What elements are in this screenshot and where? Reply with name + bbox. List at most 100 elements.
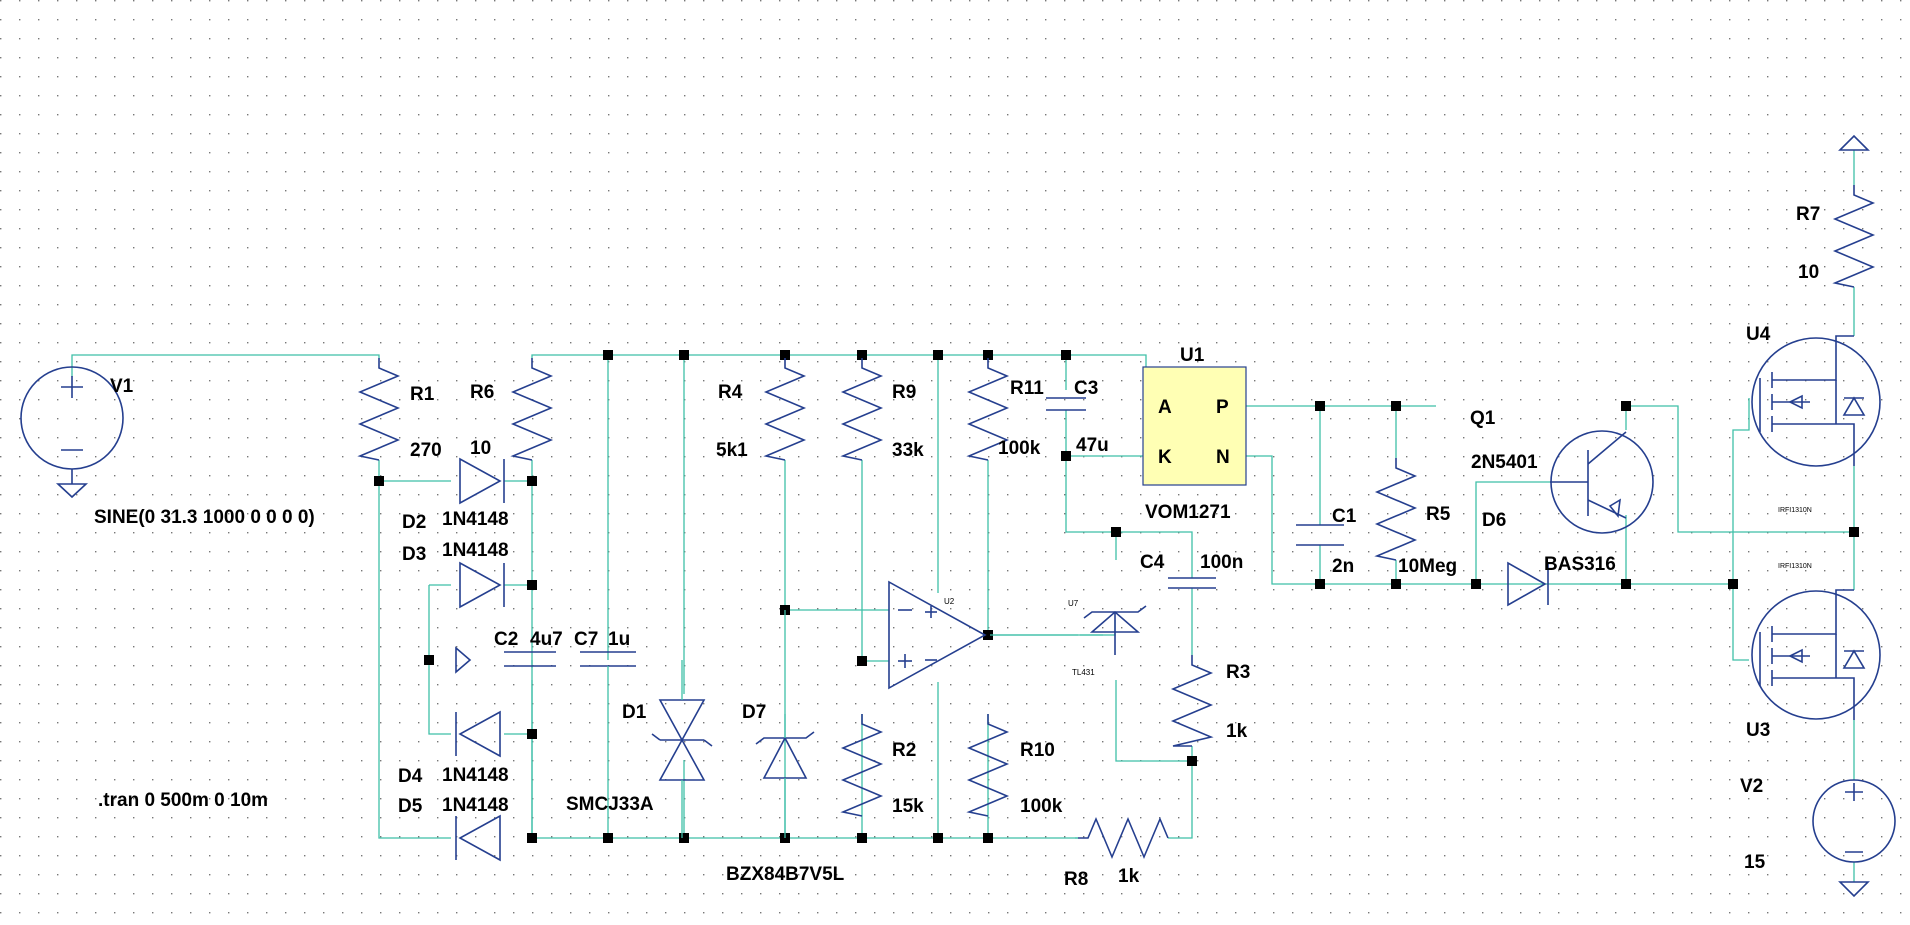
- resistor-r3[interactable]: [1170, 655, 1214, 747]
- junction-dot: [424, 655, 434, 665]
- c1-ref: C1: [1332, 506, 1357, 527]
- pin-p-label: P: [1216, 397, 1229, 418]
- capacitor-c4[interactable]: [1168, 577, 1216, 589]
- resistor-r1[interactable]: [357, 358, 401, 461]
- d3-value: 1N4148: [442, 540, 509, 561]
- u3-ref: U3: [1746, 720, 1770, 741]
- d7-ref: D7: [742, 702, 766, 723]
- d5-ref: D5: [398, 796, 423, 817]
- diode-d6[interactable]: [1507, 561, 1549, 607]
- resistor-r9[interactable]: [840, 358, 884, 461]
- resistor-r7[interactable]: [1832, 185, 1876, 288]
- resistor-r6[interactable]: [510, 358, 554, 461]
- zener-diode-d7[interactable]: [755, 610, 815, 838]
- junction-dot: [857, 833, 867, 843]
- u1-value: VOM1271: [1145, 502, 1231, 523]
- c3-value: 47u: [1076, 435, 1109, 456]
- r9-value: 33k: [892, 440, 924, 461]
- c7-value: 1u: [608, 629, 630, 650]
- d1-value: SMCJ33A: [566, 794, 654, 815]
- d7-value: BZX84B7V5L: [726, 864, 845, 885]
- junction-dot: [1187, 756, 1197, 766]
- c4-ref: C4: [1140, 552, 1165, 573]
- resistor-r4[interactable]: [763, 358, 807, 461]
- d2-value: 1N4148: [442, 509, 509, 530]
- resistor-r11[interactable]: [966, 358, 1010, 461]
- junction-dot: [1061, 451, 1071, 461]
- diode-d3[interactable]: [459, 561, 505, 609]
- r3-value: 1k: [1226, 721, 1248, 742]
- junction-dot: [933, 833, 943, 843]
- optocoupler-u1[interactable]: A P K N: [1142, 366, 1247, 486]
- diode-d4[interactable]: [455, 710, 501, 758]
- voltage-source-v1[interactable]: [20, 366, 124, 499]
- c1-value: 2n: [1332, 556, 1354, 577]
- junction-dot: [983, 350, 993, 360]
- r11-ref: R11: [1010, 378, 1044, 399]
- voltage-source-v2[interactable]: [1812, 779, 1896, 863]
- pin-a-label: A: [1158, 397, 1172, 418]
- junction-dot: [1621, 579, 1631, 589]
- junction-dot: [1391, 401, 1401, 411]
- junction-dot: [1471, 579, 1481, 589]
- r9-ref: R9: [892, 382, 916, 403]
- d2-ref: D2: [402, 512, 426, 533]
- junction-dot: [933, 350, 943, 360]
- ground-icon: [1838, 881, 1870, 898]
- junction-dot: [527, 729, 537, 739]
- q1-value: 2N5401: [1471, 452, 1538, 473]
- junction-dot: [374, 476, 384, 486]
- supply-arrow-icon: [1838, 134, 1870, 151]
- u1-ref: U1: [1180, 345, 1205, 366]
- v1-ref: V1: [110, 376, 134, 397]
- resistor-r2[interactable]: [840, 714, 884, 817]
- v2-ref: V2: [1740, 776, 1763, 797]
- c2-ref: C2: [494, 629, 518, 650]
- r5-ref: R5: [1426, 504, 1451, 525]
- junction-dot: [527, 833, 537, 843]
- c2-value: 4u7: [530, 629, 563, 650]
- mosfet-u4[interactable]: IRFI1310N: [1751, 335, 1881, 514]
- shunt-regulator-u7[interactable]: [990, 605, 1147, 655]
- pin-k-label: K: [1158, 447, 1172, 468]
- mosfet-part-label: IRFI1310N: [1778, 507, 1812, 514]
- diode-d5[interactable]: [455, 814, 501, 862]
- junction-dot: [527, 476, 537, 486]
- junction-dot: [679, 350, 689, 360]
- resistor-r5[interactable]: [1374, 458, 1418, 561]
- resistor-r10[interactable]: [966, 714, 1010, 817]
- mosfet-u3[interactable]: IRFI1310N: [1751, 563, 1881, 720]
- capacitor-c3[interactable]: [1046, 397, 1086, 411]
- diode-small-arrow: [455, 646, 472, 674]
- junction-dot: [1728, 579, 1738, 589]
- q1-ref: Q1: [1470, 408, 1496, 429]
- r7-value: 10: [1798, 262, 1819, 283]
- r1-ref: R1: [410, 384, 435, 405]
- capacitor-c1[interactable]: [1296, 524, 1344, 546]
- d6-value: BAS316: [1544, 554, 1616, 575]
- d4-value: 1N4148: [442, 765, 509, 786]
- junction-dot: [1111, 527, 1121, 537]
- labels: V1 SINE(0 31.3 1000 0 0 0 0) .tran 0 500…: [94, 204, 1820, 890]
- resistor-r8[interactable]: [1078, 816, 1169, 860]
- r4-ref: R4: [718, 382, 743, 403]
- junction-dot: [527, 580, 537, 590]
- mosfet-part-label: IRFI1310N: [1778, 563, 1812, 570]
- junction-dot: [1315, 401, 1325, 411]
- tvs-diode-d1[interactable]: [651, 660, 713, 838]
- diode-d2[interactable]: [459, 457, 505, 505]
- d5-value: 1N4148: [442, 795, 509, 816]
- capacitor-c2[interactable]: [504, 651, 556, 667]
- r8-value: 1k: [1118, 866, 1140, 887]
- capacitor-c7[interactable]: [580, 651, 636, 680]
- u4-ref: U4: [1746, 324, 1771, 345]
- r8-ref: R8: [1064, 869, 1088, 890]
- r10-value: 100k: [1020, 796, 1063, 817]
- pnp-transistor-q1[interactable]: [1550, 430, 1654, 534]
- u7-ref: U7: [1068, 599, 1079, 608]
- r7-ref: R7: [1796, 204, 1820, 225]
- opamp-u2[interactable]: U2: [888, 580, 987, 690]
- r1-value: 270: [410, 440, 442, 461]
- r2-ref: R2: [892, 740, 916, 761]
